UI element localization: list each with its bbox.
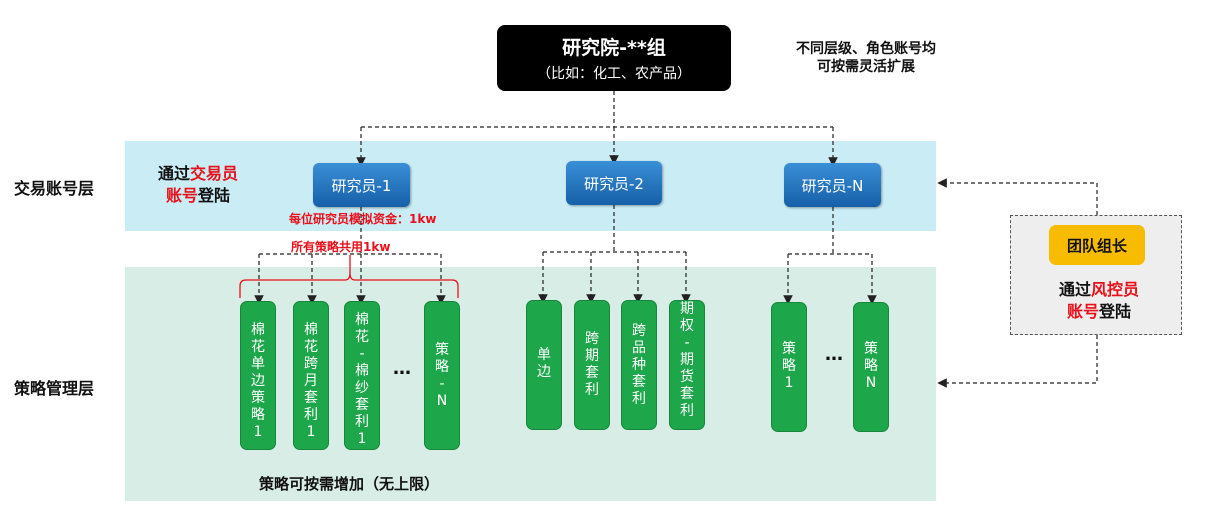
- strategy-option-futures-spread[interactable]: 期权-期货套利: [669, 300, 705, 430]
- team-leader-badge[interactable]: 团队组长: [1049, 225, 1145, 265]
- strategy-char: 策: [435, 342, 449, 358]
- risk-account-word: 账号: [1066, 302, 1099, 321]
- trading-layer-label: 交易账号层: [14, 179, 95, 198]
- trader-login-prefix: 通过: [157, 164, 190, 183]
- trader-login-note: 通过交易员 账号登陆: [143, 163, 253, 207]
- strategy-char: 种: [632, 357, 646, 373]
- strategy-char: 棉: [304, 322, 318, 338]
- strategy-char: 棉: [355, 363, 369, 379]
- strategy-char: 纱: [355, 380, 369, 396]
- strategy-char: 利: [632, 391, 646, 407]
- strategy-char: -: [359, 346, 365, 362]
- strategy-n-group-1[interactable]: 策略-N: [424, 301, 460, 450]
- strategy-char: 套: [355, 397, 369, 413]
- flexible-note-line-1: 不同层级、角色账号均: [796, 41, 936, 57]
- strategy-char: 花: [251, 339, 265, 355]
- strategy-unlimited-note: 策略可按需增加（无上限）: [259, 475, 440, 493]
- risk-login-note: 通过风控员 账号登陆: [1040, 279, 1158, 323]
- capital-note: 每位研究员模拟资金：1kw: [289, 212, 437, 226]
- risk-login-prefix: 通过: [1058, 280, 1091, 299]
- flexible-note-line-2: 可按需灵活扩展: [817, 59, 915, 75]
- strategy-char: 期: [585, 348, 599, 364]
- strategy-char: 权: [680, 318, 694, 334]
- trader-account-word: 账号: [165, 186, 198, 205]
- strategy-char: 1: [253, 424, 263, 440]
- strategy-char: 期: [680, 352, 694, 368]
- leader-down: [937, 335, 1098, 388]
- strategy-char: 棉: [355, 312, 369, 328]
- strategy-char: 利: [355, 414, 369, 430]
- strategy-directional[interactable]: 单边: [526, 300, 562, 430]
- leader-up: [937, 178, 1098, 215]
- strategy-char: 单: [537, 347, 551, 363]
- strategy-char: 套: [632, 374, 646, 390]
- researcher-n-node[interactable]: 研究员-N: [784, 163, 881, 207]
- strategy-char: N: [865, 375, 877, 391]
- strategy-group-1-ellipsis: …: [393, 358, 411, 379]
- strategy-char: 策: [782, 341, 796, 357]
- strategy-char: -: [439, 376, 445, 392]
- strategy-char: 棉: [251, 322, 265, 338]
- trader-role: 交易员: [190, 164, 239, 183]
- strategy-char: 略: [435, 359, 449, 375]
- strategy-char: 套: [585, 365, 599, 381]
- strategy-char: 月: [304, 373, 318, 389]
- strategy-char: 期: [680, 301, 694, 317]
- strategy-char: N: [436, 393, 448, 409]
- strategy-char: 跨: [304, 356, 318, 372]
- strategy-group-3-ellipsis: …: [825, 344, 843, 365]
- strategy-char: 1: [784, 375, 794, 391]
- strategy-cross-product-spread[interactable]: 跨品种套利: [621, 300, 657, 430]
- strategy-char: 边: [537, 364, 551, 380]
- risk-login-suffix: 登陆: [1099, 302, 1132, 321]
- strategy-layer-label: 策略管理层: [14, 379, 95, 398]
- strategy-char: 略: [864, 358, 878, 374]
- strategy-char: 品: [632, 340, 646, 356]
- strategy-char: 花: [355, 329, 369, 345]
- org-box: 研究院-**组 （比如：化工、农产品）: [497, 25, 731, 91]
- strategy-char: 略: [251, 407, 265, 423]
- strategy-char: 套: [680, 386, 694, 402]
- strategy-char: 1: [306, 424, 316, 440]
- org-title: 研究院-**组: [562, 37, 666, 59]
- shared-capital-note: 所有策略共用1kw: [291, 240, 391, 254]
- flexible-note: 不同层级、角色账号均 可按需灵活扩展: [786, 40, 946, 76]
- strategy-char: 货: [680, 369, 694, 385]
- strategy-char: 跨: [632, 323, 646, 339]
- strategy-char: 策: [251, 390, 265, 406]
- strategy-char: 策: [864, 341, 878, 357]
- risk-role: 风控员: [1091, 280, 1140, 299]
- trader-login-suffix: 登陆: [198, 186, 231, 205]
- researcher-1-node[interactable]: 研究员-1: [313, 163, 410, 207]
- researcher-2-node[interactable]: 研究员-2: [566, 161, 662, 205]
- strategy-char: 利: [680, 403, 694, 419]
- strategy-char: 1: [357, 431, 367, 447]
- red-brace: [239, 272, 459, 298]
- strategy-char: 花: [304, 339, 318, 355]
- strategy-char: 利: [585, 382, 599, 398]
- strategy-char: 跨: [585, 331, 599, 347]
- strategy-char: -: [684, 335, 690, 351]
- strategy-char: 套: [304, 390, 318, 406]
- strategy-char: 略: [782, 358, 796, 374]
- strategy-char: 利: [304, 407, 318, 423]
- strategy-char: 单: [251, 356, 265, 372]
- org-subtitle: （比如：化工、农产品）: [537, 66, 691, 82]
- strategy-char: 边: [251, 373, 265, 389]
- strategy-calendar-spread[interactable]: 跨期套利: [574, 300, 610, 430]
